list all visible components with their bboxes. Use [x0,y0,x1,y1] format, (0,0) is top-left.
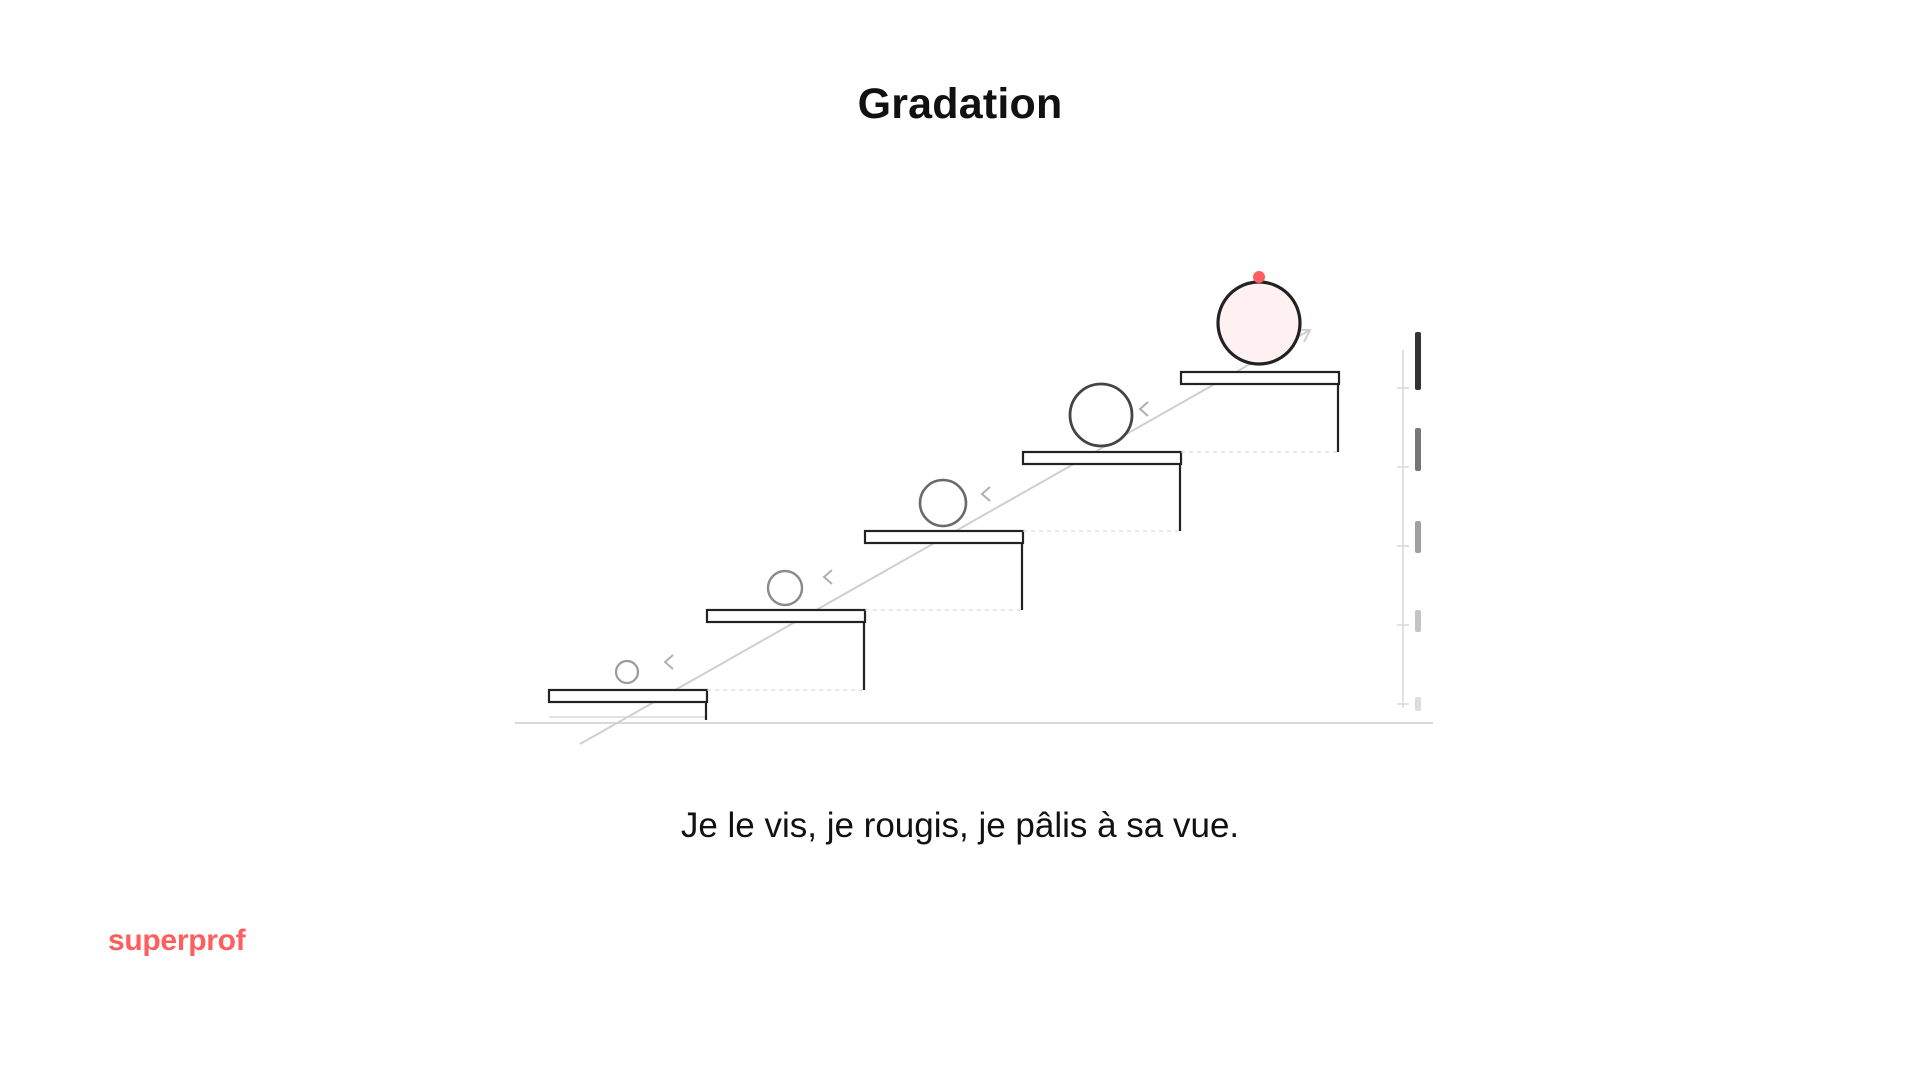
step-5-circle [1216,280,1302,366]
step-2-plank [705,608,867,624]
scale-bar-1 [1415,697,1421,711]
step-2 [705,569,1022,690]
page-title: Gradation [857,80,1063,128]
example-sentence: Je le vis, je rougis, je pâlis à sa vue. [680,806,1240,845]
ascent-arrow-head [1297,329,1312,343]
scale-bar-5 [1415,332,1421,390]
step-3-chevron-icon [980,486,991,502]
scale-bar-2 [1415,610,1421,632]
step-1 [547,654,864,720]
step-4-chevron-icon [1138,401,1149,417]
step-3-circle [918,478,968,528]
step-4 [1021,382,1338,531]
step-2-circle [766,569,804,607]
superprof-logo: superprof [108,924,246,957]
step-4-circle [1068,382,1134,448]
step-4-plank [1021,450,1183,466]
step-3 [863,478,1180,610]
peak-dot [1253,271,1265,283]
step-5 [1179,271,1341,452]
step-1-chevron-icon [663,654,674,670]
step-3-plank [863,529,1025,545]
step-1-circle [614,659,640,685]
step-2-chevron-icon [822,569,833,585]
step-5-plank [1179,370,1341,386]
step-1-plank [547,688,709,704]
intensity-scale [1397,332,1421,711]
scale-bar-4 [1415,428,1421,471]
scale-bar-3 [1415,521,1421,553]
